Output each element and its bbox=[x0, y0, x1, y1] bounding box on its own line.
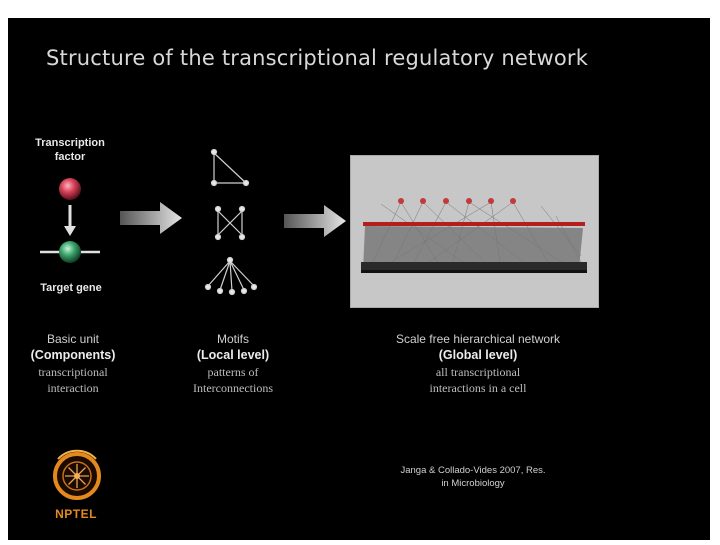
network-title: Scale free hierarchical network bbox=[395, 332, 561, 346]
single-input-motif bbox=[204, 256, 258, 296]
bi-fan-motif bbox=[214, 205, 246, 241]
hub-nodes bbox=[398, 198, 516, 204]
slide: Structure of the transcriptional regulat… bbox=[8, 18, 710, 540]
regulation-arrow-head bbox=[64, 226, 76, 236]
nptel-logo-icon bbox=[53, 449, 101, 500]
basic-unit-level: (Components) bbox=[30, 348, 116, 362]
motifs-caption: Motifs (Local level) patterns of Interco… bbox=[168, 331, 298, 396]
arrow-right-icon bbox=[120, 202, 182, 234]
network-image bbox=[350, 155, 599, 308]
basic-unit-diagram bbox=[40, 178, 100, 263]
network-caption: Scale free hierarchical network (Global … bbox=[368, 331, 588, 396]
network-links bbox=[363, 201, 584, 270]
basic-unit-caption: Basic unit (Components) transcriptional … bbox=[14, 331, 132, 396]
citation-line-2: in Microbiology bbox=[441, 478, 505, 489]
transcription-factor-label: Transcription factor bbox=[35, 137, 105, 163]
motifs-level: (Local level) bbox=[196, 348, 270, 362]
motifs-desc-2: Interconnections bbox=[193, 381, 273, 395]
motifs-title: Motifs bbox=[216, 332, 249, 346]
motifs-desc-1: patterns of bbox=[207, 365, 259, 379]
slide-title: Structure of the transcriptional regulat… bbox=[46, 46, 589, 70]
target-layer bbox=[361, 262, 587, 273]
citation-line-1: Janga & Collado-Vides 2007, Res. bbox=[400, 465, 546, 476]
target-gene-label: Target gene bbox=[40, 282, 102, 294]
motifs-diagram bbox=[204, 148, 258, 296]
basic-unit-desc-2: interaction bbox=[47, 381, 99, 395]
target-gene-node bbox=[59, 241, 81, 263]
network-desc-2: interactions in a cell bbox=[429, 381, 527, 395]
citation: Janga & Collado-Vides 2007, Res. in Micr… bbox=[373, 464, 573, 490]
regulator-layer bbox=[363, 222, 585, 226]
feed-forward-motif bbox=[210, 148, 250, 187]
scale-free-network-graphic bbox=[351, 156, 598, 307]
basic-unit-desc-1: transcriptional bbox=[38, 365, 108, 379]
nptel-logo-text: NPTEL bbox=[55, 507, 97, 521]
network-level: (Global level) bbox=[438, 348, 518, 362]
arrow-right-icon bbox=[284, 205, 346, 237]
transcription-factor-node bbox=[59, 178, 81, 200]
network-desc-1: all transcriptional bbox=[435, 365, 521, 379]
basic-unit-title: Basic unit bbox=[46, 332, 100, 346]
top-strip bbox=[0, 0, 720, 18]
